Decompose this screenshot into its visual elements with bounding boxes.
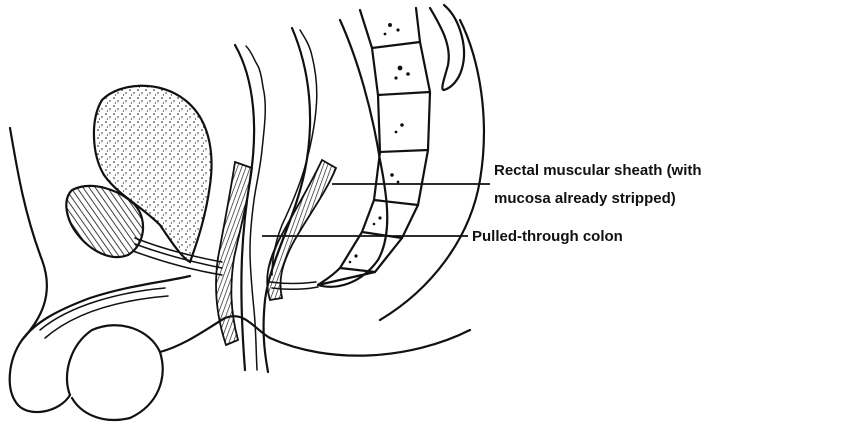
penis-outline [65,324,164,422]
colon-segments [316,6,432,287]
bladder [92,84,213,264]
rectal-sheath-label-line1: Rectal muscular sheath (with [494,162,702,179]
colon-outer-wall [378,18,485,322]
urethra-bundle-1 [134,237,223,263]
prostate [65,185,145,259]
rectal-sheath-front [215,160,253,347]
pulled-through-colon-text: Pulled-through colon [472,228,623,245]
colon-pulled-line-1 [269,281,317,285]
urethra-distal [39,287,166,331]
posterior-wall-wavy-1 [245,45,266,371]
rectal-sheath-back [266,158,338,302]
anterior-rectal-curve [316,18,389,288]
rectal-sheath-label-line2: mucosa already stripped) [494,190,676,207]
posterior-wall-wavy-2 [271,29,318,276]
urethra-bundle-2 [134,243,223,269]
scrotum-lower-contour [20,274,192,342]
urethra-distal-2 [44,295,169,339]
body-front-contour [8,126,72,414]
urethra-bundle-3 [132,250,223,276]
perineum-contour [158,315,472,357]
sigmoid-loop [428,3,465,92]
pulled-through-colon-label: Pulled-through colon [472,223,623,251]
rectal-sheath-label: Rectal muscular sheath (with mucosa alre… [494,157,702,213]
colon-pulled-line-2 [271,286,319,291]
